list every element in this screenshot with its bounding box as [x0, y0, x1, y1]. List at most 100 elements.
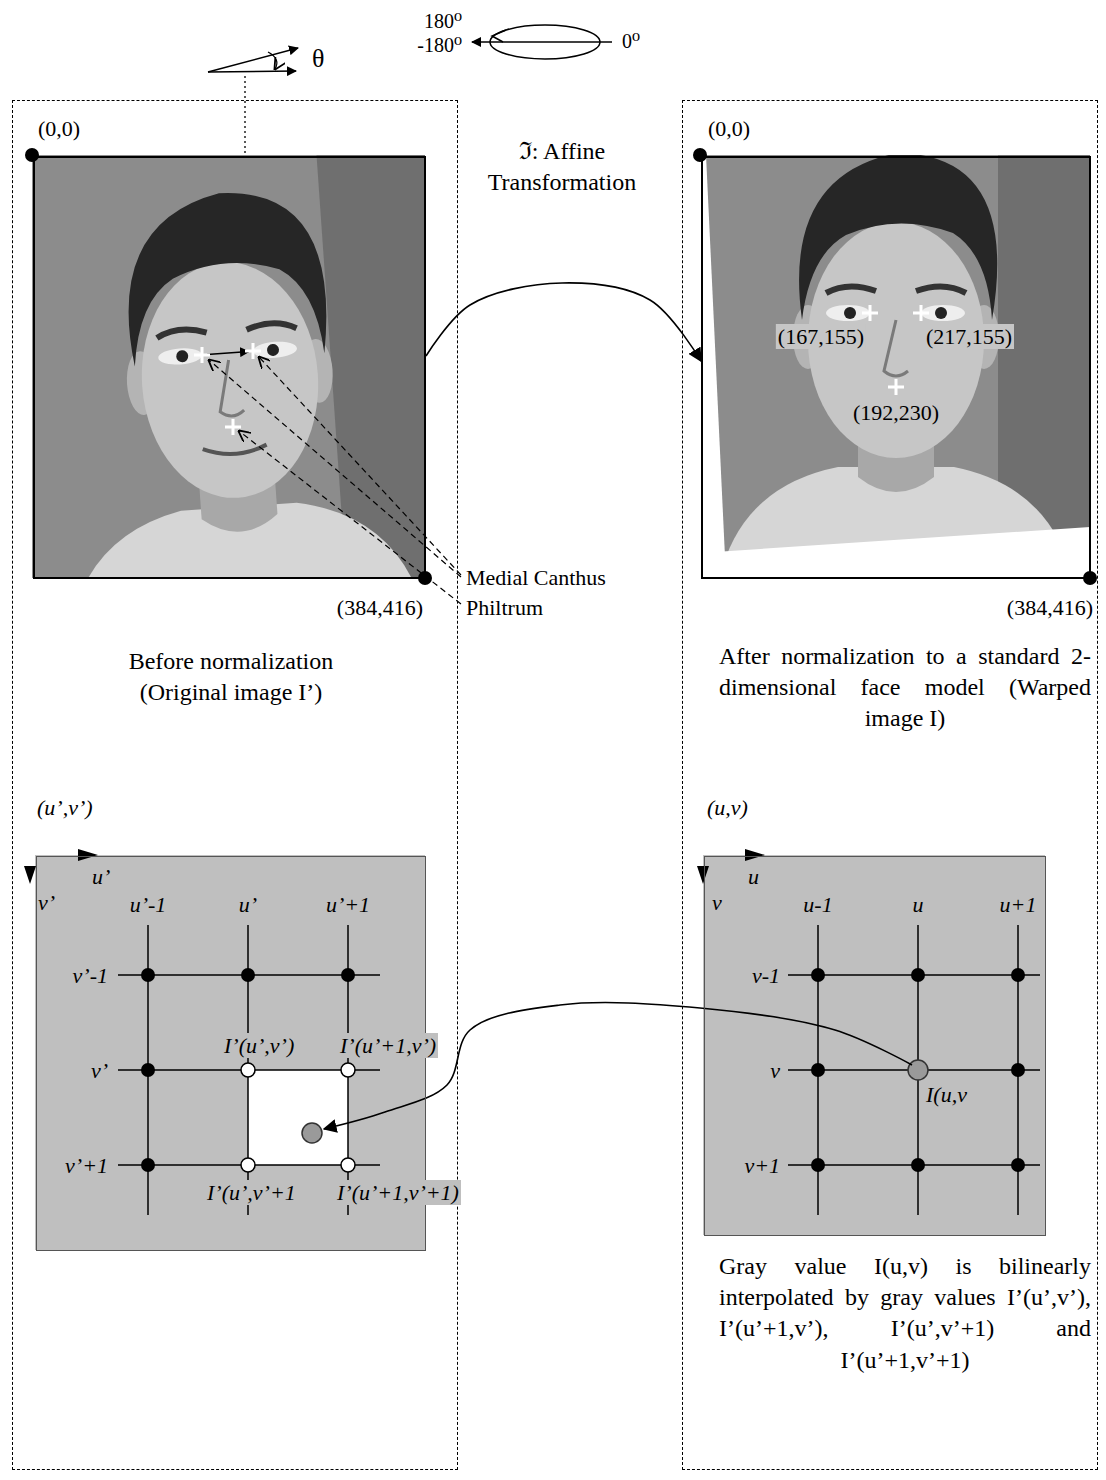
- connectors: [324, 283, 912, 1129]
- grid-lines: [788, 925, 1040, 1215]
- pixel-dot: [1011, 968, 1025, 982]
- neighbour-dot: [341, 1063, 355, 1077]
- pixel-dot: [341, 968, 355, 982]
- angle-ray: [208, 48, 298, 72]
- corner-coordinate: (0,0): [708, 116, 750, 141]
- leader-line: [209, 360, 461, 577]
- pixel-grid: (u,v): [704, 856, 1046, 1236]
- landmark-name: Medial Canthus: [466, 565, 606, 590]
- column-index: u’+1: [326, 892, 370, 917]
- pixel-dot: [811, 968, 825, 982]
- angle-range-symbol: [472, 25, 612, 59]
- target-pixel: [908, 1060, 928, 1080]
- row-index: v’-1: [73, 963, 108, 988]
- column-index: u: [913, 892, 924, 917]
- pixel-dot: [811, 1158, 825, 1172]
- corner-coordinate: (384,416): [965, 595, 1093, 620]
- angle-symbol-label: θ: [312, 44, 324, 74]
- grid-lines: [118, 925, 380, 1215]
- axis-name: v’: [38, 890, 55, 915]
- leader-line: [259, 357, 461, 575]
- grid-origin-label: (u,v): [707, 795, 748, 820]
- column-index: u’-1: [130, 892, 167, 917]
- landmark-cross: [225, 419, 241, 435]
- axis-name: u: [748, 864, 759, 889]
- axis-name: v: [712, 890, 722, 915]
- face-image: (0,0)(384,416): [33, 156, 426, 579]
- pixel-value-label: I’(u’+1,v’+1): [335, 1180, 461, 1205]
- angle-value: 180⁰: [424, 10, 462, 33]
- corner-dot: [25, 148, 39, 162]
- warped-pixel-grid: [697, 849, 1045, 1235]
- axis-arrow: [697, 866, 709, 884]
- pixel-value-label: I(u,v: [924, 1082, 969, 1107]
- row-index: v’+1: [65, 1153, 108, 1178]
- corner-coordinate: (384,416): [298, 595, 423, 620]
- face-drawing: [32, 155, 425, 578]
- landmark-cross: [888, 379, 904, 395]
- connector-arrow: [426, 283, 701, 361]
- row-index: v’: [91, 1058, 108, 1083]
- axis-arrow: [24, 866, 36, 884]
- eye-axis-arrow: [207, 352, 249, 355]
- row-index: v-1: [752, 963, 780, 988]
- sample-point: [302, 1123, 322, 1143]
- interpolation-note: Gray value I(u,v) is bilinearly interpol…: [719, 1251, 1091, 1376]
- landmark-cross: [194, 347, 210, 363]
- connector-arrow: [324, 1003, 912, 1129]
- pixel-value-label: I’(u’,v’+1: [205, 1180, 298, 1205]
- transformation-label: ℑ: Affine Transformation: [477, 136, 647, 198]
- panel-caption: After normalization to a standard 2-dime…: [719, 641, 1091, 735]
- landmark-coordinate: (192,230): [851, 400, 941, 425]
- grid-origin-label: (u’,v’): [37, 795, 93, 820]
- pixel-dot: [141, 1063, 155, 1077]
- pixel-dot: [911, 968, 925, 982]
- column-index: u+1: [1000, 892, 1037, 917]
- warped-photo: [700, 155, 1090, 578]
- corner-coordinate: (0,0): [38, 116, 80, 141]
- original-photo: [32, 155, 425, 578]
- landmark-name: Philtrum: [466, 595, 543, 620]
- landmark-coordinate: (167,155): [776, 324, 866, 349]
- axis-name: u’: [92, 864, 110, 889]
- axis-arrow: [78, 849, 98, 861]
- pixel-dot: [811, 1063, 825, 1077]
- pixel-dot: [911, 1158, 925, 1172]
- corner-dot: [693, 148, 707, 162]
- neighbour-dot: [241, 1158, 255, 1172]
- face-drawing: [700, 155, 1090, 578]
- angle-symbol: [208, 48, 298, 72]
- pixel-dot: [1011, 1158, 1025, 1172]
- landmark-marks: [194, 305, 929, 604]
- pixel-dot: [141, 1158, 155, 1172]
- interpolation-cell: [248, 1070, 348, 1165]
- neighbour-dot: [341, 1158, 355, 1172]
- neighbour-dot: [241, 1063, 255, 1077]
- row-index: v: [770, 1058, 780, 1083]
- angle-arc: [268, 52, 277, 69]
- landmark-coordinate: (217,155): [924, 324, 1014, 349]
- face-image: (0,0)(384,416): [701, 156, 1091, 579]
- panel-caption: Before normalization (Original image I’): [101, 646, 361, 708]
- angle-ray: [208, 71, 296, 72]
- pixel-dot: [141, 968, 155, 982]
- warp-border: [700, 527, 1090, 578]
- pixel-value-label: I’(u’+1,v’): [338, 1033, 438, 1058]
- row-index: v+1: [744, 1153, 780, 1178]
- pixel-dot: [1011, 1063, 1025, 1077]
- range-arrow: [492, 30, 506, 42]
- column-index: u’: [239, 892, 257, 917]
- pixel-dot: [241, 968, 255, 982]
- landmark-cross: [245, 343, 261, 359]
- landmark-cross: [862, 305, 878, 321]
- range-axis: [472, 41, 612, 43]
- column-index: u-1: [803, 892, 832, 917]
- corner-dots: [25, 148, 1097, 585]
- landmark-cross: [913, 305, 929, 321]
- figure-panel: (0,0)(384,416)(u’,v’)Before normalizatio…: [12, 100, 458, 1470]
- figure-panel: (0,0)(384,416)(u,v)After normalization t…: [682, 100, 1098, 1470]
- pixel-value-label: I’(u’,v’): [222, 1033, 296, 1058]
- angle-value: 0⁰: [622, 30, 640, 53]
- warp-border: [700, 155, 726, 578]
